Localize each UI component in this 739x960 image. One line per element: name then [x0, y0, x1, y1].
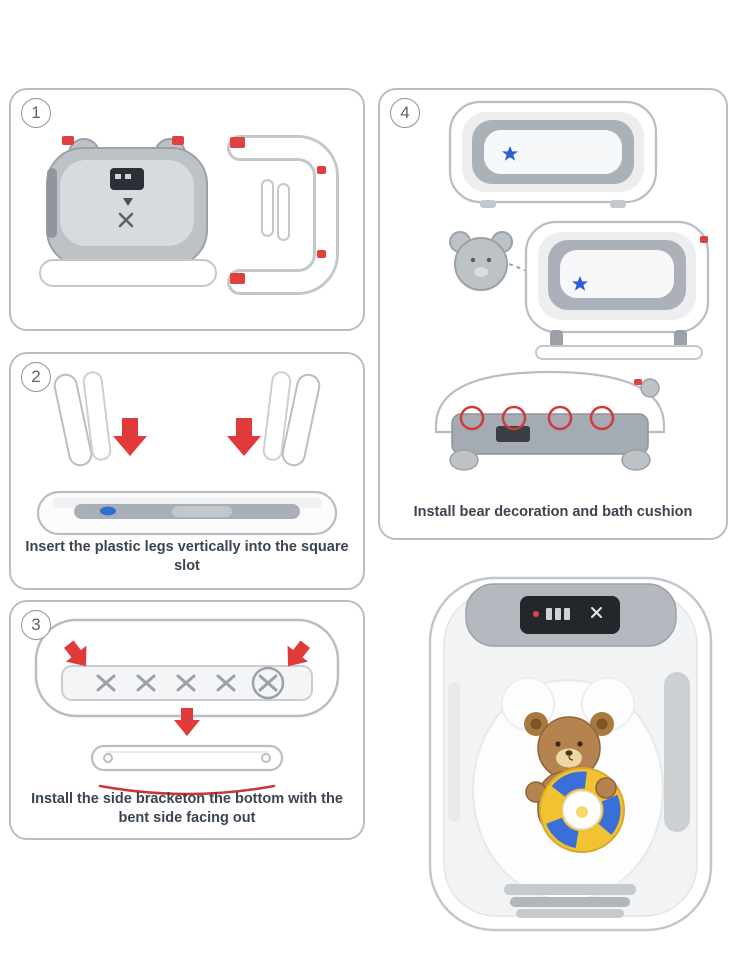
- blue-star-icon: [502, 146, 518, 161]
- tub-with-bear-view: [524, 220, 710, 360]
- step-4-panel: 4: [378, 88, 728, 540]
- red-arrow-down-icon: [64, 640, 310, 736]
- red-clip-icon: [317, 166, 326, 174]
- red-clip-icon: [700, 236, 708, 243]
- side-bracket: [90, 744, 284, 796]
- assembled-product-image: [408, 552, 730, 954]
- circle-highlight-icon: [251, 666, 285, 700]
- step-4-number: 4: [400, 103, 410, 122]
- folded-tub-front: [39, 136, 217, 287]
- step-2-illustration-legs-into-base: [36, 371, 338, 536]
- bent-side-curve-icon: [98, 784, 276, 796]
- step-3-caption: Install the side bracketon the bottom wi…: [31, 791, 343, 827]
- blue-button-icon: [100, 506, 116, 516]
- red-clip-icon: [230, 273, 245, 284]
- red-clip-icon: [62, 136, 74, 145]
- red-arrow-down-icon: [113, 418, 261, 456]
- assembled-tub-illustration: [428, 576, 713, 932]
- blue-star-icon: [572, 276, 588, 291]
- step-2-panel: 2 Insert the plastic legs vertically int…: [9, 352, 365, 590]
- step-3-illustration-side-bracket: [34, 618, 340, 796]
- step-3-number: 3: [31, 615, 41, 634]
- x-button-icon: [118, 212, 134, 228]
- step-4-caption: Install bear decoration and bath cushion: [413, 504, 693, 521]
- folding-bellows: [504, 884, 636, 918]
- step-1-panel: 1: [9, 88, 365, 331]
- red-clip-icon: [230, 137, 245, 148]
- step-1-badge: 1: [21, 98, 51, 128]
- step-2-number: 2: [31, 367, 41, 386]
- support-frame: [227, 135, 339, 295]
- step-4-illustration-bear-and-cushion: [434, 100, 710, 471]
- step-3-panel: 3 Install the side brac: [9, 600, 365, 840]
- step-2-badge: 2: [21, 362, 51, 392]
- x-button-icon: [591, 607, 602, 618]
- folded-tub-base: [36, 490, 338, 536]
- tub-top-view: [448, 100, 658, 208]
- square-slot-x-icon: [96, 674, 278, 692]
- step-3-badge: 3: [21, 610, 51, 640]
- step-4-badge: 4: [390, 98, 420, 128]
- step-2-caption: Insert the plastic legs vertically into …: [25, 539, 349, 575]
- plastic-legs: [53, 371, 321, 467]
- red-clip-icon: [172, 136, 184, 145]
- tub-bottom-closeup: [34, 618, 340, 718]
- tub-underside-view: [434, 370, 666, 471]
- screw-highlight-circle-icon: [459, 405, 615, 431]
- bear-head-decoration: [449, 231, 531, 291]
- red-clip-icon: [317, 250, 326, 258]
- red-clip-icon: [634, 379, 642, 385]
- bear-paw: [595, 777, 617, 799]
- step-1-number: 1: [31, 103, 41, 122]
- step-1-illustration-folded-tub-and-frame: [39, 135, 339, 295]
